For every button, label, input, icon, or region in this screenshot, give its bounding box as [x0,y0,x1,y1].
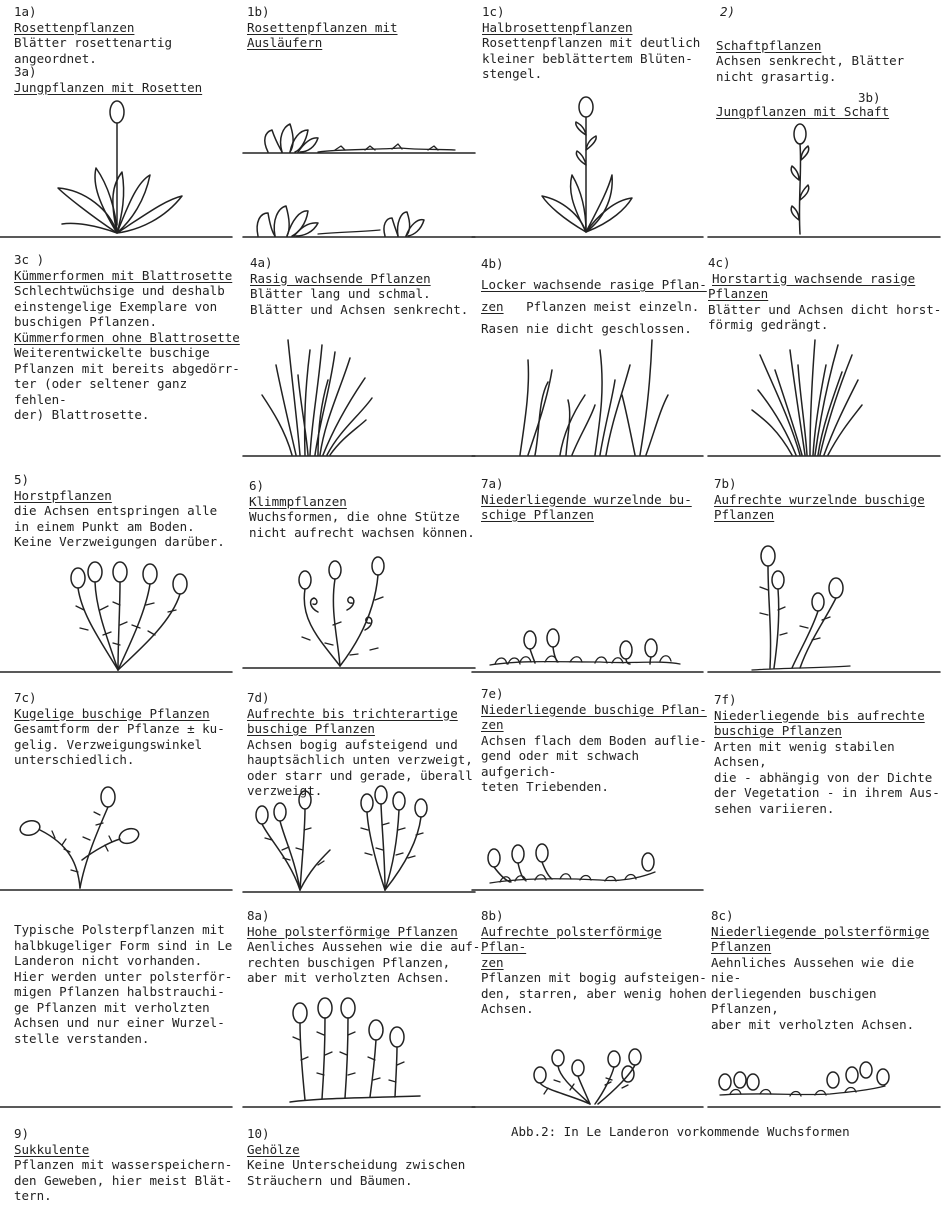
cell-9: 9) Sukkulente Pflanzen mit wasserspeiche… [14,1126,244,1204]
cell-description: Pflanzen mit wasserspeichern- den Gewebe… [14,1157,244,1204]
cell-description: Keine Unterscheidung zwischen Sträuchern… [247,1157,482,1188]
cell-title: Gehölze [247,1142,300,1158]
cell-title: Sukkulente [14,1142,89,1158]
tall-cushion-icon [243,998,475,1107]
cell-10: 10) Gehölze Keine Unterscheidung zwische… [247,1126,482,1188]
upright-cushion-icon [472,1049,703,1107]
cell-number: 10) [247,1126,482,1142]
figure-caption: Abb.2: In Le Landeron vorkommende Wuchsf… [511,1124,850,1139]
prostrate-cushion-icon [708,1062,940,1107]
cell-number: 9) [14,1126,244,1142]
